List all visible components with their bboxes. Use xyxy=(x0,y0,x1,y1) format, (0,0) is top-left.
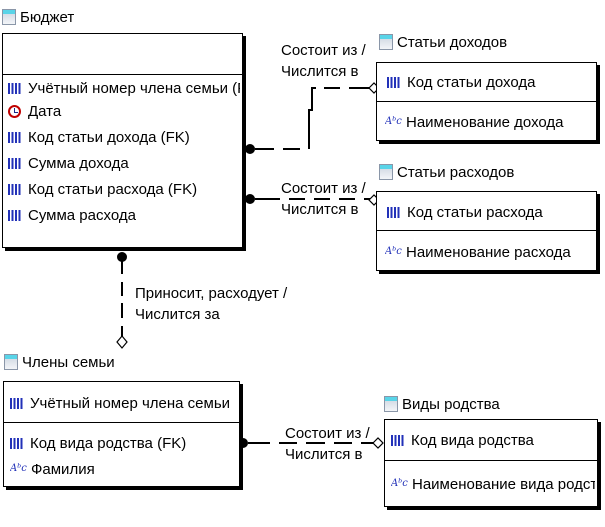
attribute-row[interactable]: Учётный номер члена семьи (FK) xyxy=(8,77,240,99)
attribute-row[interactable]: Код статьи дохода (FK) xyxy=(8,126,240,148)
entity-title-income-items[interactable]: Статьи доходов xyxy=(379,31,507,53)
primary-key-section: Код статьи расхода xyxy=(377,192,596,230)
date-icon xyxy=(8,104,21,118)
rel-line-budget-income xyxy=(255,87,370,150)
key-icon xyxy=(10,437,23,449)
entity-title-budget[interactable]: Бюджет xyxy=(2,6,74,28)
attribute-section: Aᵇc Наименование вида родства xyxy=(385,460,597,506)
attribute-row[interactable]: Aᵇc Наименование вида родства xyxy=(391,473,595,495)
entity-name: Виды родства xyxy=(402,395,500,413)
entity-box-family-members[interactable]: Учётный номер члена семьи Код вида родст… xyxy=(3,381,240,487)
attribute-row[interactable]: Учётный номер члена семьи xyxy=(10,392,237,414)
attribute-row[interactable]: Код вида родства xyxy=(391,429,595,451)
entity-title-family-members[interactable]: Члены семьи xyxy=(4,351,115,373)
relationship-label-budget-income: Состоит из / Числится в xyxy=(281,40,366,82)
attribute-label: Код статьи дохода xyxy=(407,73,536,91)
key-icon xyxy=(391,434,404,446)
entity-icon xyxy=(379,164,393,180)
text-attribute-icon: Aᵇc xyxy=(385,246,402,257)
primary-key-section: Код вида родства xyxy=(385,420,597,460)
rel-dot-budget-members xyxy=(117,252,127,262)
entity-icon xyxy=(2,9,16,25)
key-icon xyxy=(8,183,21,195)
attribute-section: Учётный номер члена семьи (FK) Дата Код … xyxy=(3,74,242,247)
relationship-verb: Приносит, расходует / xyxy=(135,285,288,302)
relationship-inverse-verb: Числится за xyxy=(135,306,220,323)
attribute-label: Сумма дохода xyxy=(28,154,129,172)
attribute-row[interactable]: Aᵇc Наименование дохода xyxy=(385,111,594,133)
entity-icon xyxy=(379,34,393,50)
relationship-inverse-verb: Числится в xyxy=(281,63,359,80)
rel-dot-budget-expense xyxy=(245,194,255,204)
attribute-label: Наименование вида родства xyxy=(412,475,595,493)
rel-dot-budget-income xyxy=(245,144,255,154)
relationship-label-budget-members: Приносит, расходует / Числится за xyxy=(135,283,287,325)
attribute-label: Сумма расхода xyxy=(28,206,136,224)
entity-title-kinship-types[interactable]: Виды родства xyxy=(384,393,500,415)
entity-box-kinship-types[interactable]: Код вида родства Aᵇc Наименование вида р… xyxy=(384,419,598,507)
entity-icon xyxy=(384,396,398,412)
attribute-row[interactable]: Код статьи расхода (FK) xyxy=(8,178,240,200)
attribute-section: Aᵇc Наименование дохода xyxy=(377,101,596,140)
primary-key-section: Код статьи дохода xyxy=(377,63,596,101)
primary-key-section: Учётный номер члена семьи xyxy=(4,382,239,422)
attribute-row[interactable]: Код статьи расхода xyxy=(387,201,594,223)
attribute-row[interactable]: Код статьи дохода xyxy=(387,71,594,93)
entity-box-expense-items[interactable]: Код статьи расхода Aᵇc Наименование расх… xyxy=(376,191,597,271)
attribute-row[interactable]: Сумма дохода xyxy=(8,152,240,174)
entity-name: Члены семьи xyxy=(22,353,115,371)
attribute-label: Фамилия xyxy=(31,460,95,478)
attribute-section: Aᵇc Наименование расхода xyxy=(377,230,596,270)
attribute-label: Код статьи расхода xyxy=(407,203,543,221)
key-icon xyxy=(8,131,21,143)
key-icon xyxy=(387,76,400,88)
attribute-label: Наименование расхода xyxy=(406,243,571,261)
relationship-inverse-verb: Числится в xyxy=(285,446,363,463)
text-attribute-icon: Aᵇc xyxy=(10,463,27,474)
attribute-label: Наименование дохода xyxy=(406,113,564,131)
relationship-verb: Состоит из / xyxy=(281,42,366,59)
relationship-inverse-verb: Числится в xyxy=(281,201,359,218)
attribute-label: Код вида родства xyxy=(411,431,534,449)
attribute-label: Код статьи расхода (FK) xyxy=(28,180,198,198)
attribute-label: Дата xyxy=(28,102,62,120)
attribute-label: Учётный номер члена семьи (FK) xyxy=(28,79,240,97)
attribute-section: Код вида родства (FK) Aᵇc Фамилия xyxy=(4,422,239,486)
rel-diamond-members xyxy=(116,335,128,349)
attribute-label: Код вида родства (FK) xyxy=(30,434,187,452)
text-attribute-icon: Aᵇc xyxy=(391,478,408,489)
attribute-label: Код статьи дохода (FK) xyxy=(28,128,190,146)
entity-title-expense-items[interactable]: Статьи расходов xyxy=(379,161,514,183)
key-icon xyxy=(10,397,23,409)
entity-icon xyxy=(4,354,18,370)
attribute-row[interactable]: Дата xyxy=(8,100,240,122)
attribute-row[interactable]: Aᵇc Наименование расхода xyxy=(385,241,594,263)
attribute-row[interactable]: Сумма расхода xyxy=(8,204,240,226)
key-icon xyxy=(8,82,21,94)
relationship-verb: Состоит из / xyxy=(285,425,370,442)
relationship-label-members-kinship: Состоит из / Числится в xyxy=(285,423,370,465)
key-icon xyxy=(387,206,400,218)
entity-box-income-items[interactable]: Код статьи дохода Aᵇc Наименование доход… xyxy=(376,62,597,141)
primary-key-section xyxy=(3,34,242,74)
key-icon xyxy=(8,209,21,221)
entity-name: Статьи расходов xyxy=(397,163,515,181)
attribute-row[interactable]: Код вида родства (FK) xyxy=(10,432,237,454)
key-icon xyxy=(8,157,21,169)
rel-dot-members-kinship xyxy=(238,438,248,448)
entity-name: Бюджет xyxy=(20,8,75,26)
text-attribute-icon: Aᵇc xyxy=(385,116,402,127)
rel-diamond-kinship xyxy=(372,437,384,449)
attribute-row[interactable]: Aᵇc Фамилия xyxy=(10,458,237,480)
attribute-label: Учётный номер члена семьи xyxy=(30,394,231,412)
entity-box-budget[interactable]: Учётный номер члена семьи (FK) Дата Код … xyxy=(2,33,243,248)
entity-name: Статьи доходов xyxy=(397,33,508,51)
relationship-label-budget-expense: Состоит из / Числится в xyxy=(281,178,366,220)
relationship-verb: Состоит из / xyxy=(281,180,366,197)
